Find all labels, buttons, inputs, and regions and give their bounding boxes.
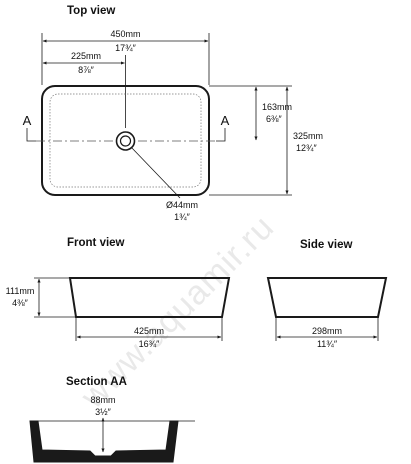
- side-basin-outline: [266, 277, 388, 318]
- top-depth-mm: 325mm: [293, 131, 323, 141]
- top-view: Top view 450mm 17¾″ 225mm 8⅞″ A A Ø44mm …: [23, 5, 323, 222]
- front-height-in: 4⅜″: [12, 298, 29, 308]
- section-marker-left: [26, 128, 36, 142]
- section-view: Section AA 88mm 3½″: [29, 376, 195, 463]
- front-view-title: Front view: [67, 237, 125, 249]
- drain-inner: [119, 135, 132, 147]
- section-depth-mm: 88mm: [90, 395, 115, 405]
- section-label-left: A: [23, 113, 32, 128]
- side-base-mm: 298mm: [312, 326, 342, 336]
- top-depth-in: 12¾″: [296, 143, 318, 153]
- section-view-title: Section AA: [66, 376, 127, 388]
- section-basin-profile: [29, 420, 179, 463]
- drain-leader: [130, 146, 181, 199]
- drain-mm: Ø44mm: [166, 200, 198, 210]
- front-base-mm: 425mm: [134, 326, 164, 336]
- top-width-mm: 450mm: [110, 29, 140, 39]
- top-view-title: Top view: [67, 5, 115, 17]
- top-half-mm: 225mm: [71, 51, 101, 61]
- front-view: Front view 111mm 4⅜″ 425mm 16¾″: [6, 237, 231, 349]
- top-half-depth-mm: 163mm: [262, 102, 292, 112]
- front-base-in: 16¾″: [139, 339, 161, 349]
- side-view: Side view 298mm 11¾″: [266, 239, 388, 349]
- section-marker-right: [216, 128, 226, 142]
- side-view-title: Side view: [300, 239, 352, 251]
- section-depth-in: 3½″: [95, 407, 112, 417]
- side-base-in: 11¾″: [317, 339, 338, 349]
- drain-in: 1¾″: [174, 212, 191, 222]
- section-label-right: A: [221, 113, 230, 128]
- top-basin-inner-edge: [49, 93, 202, 188]
- top-half-depth-in: 6⅜″: [266, 114, 283, 124]
- top-basin-outline: [41, 85, 210, 196]
- top-width-in: 17¾″: [115, 43, 137, 53]
- front-height-mm: 111mm: [6, 286, 35, 296]
- top-half-in: 8⅞″: [78, 65, 95, 75]
